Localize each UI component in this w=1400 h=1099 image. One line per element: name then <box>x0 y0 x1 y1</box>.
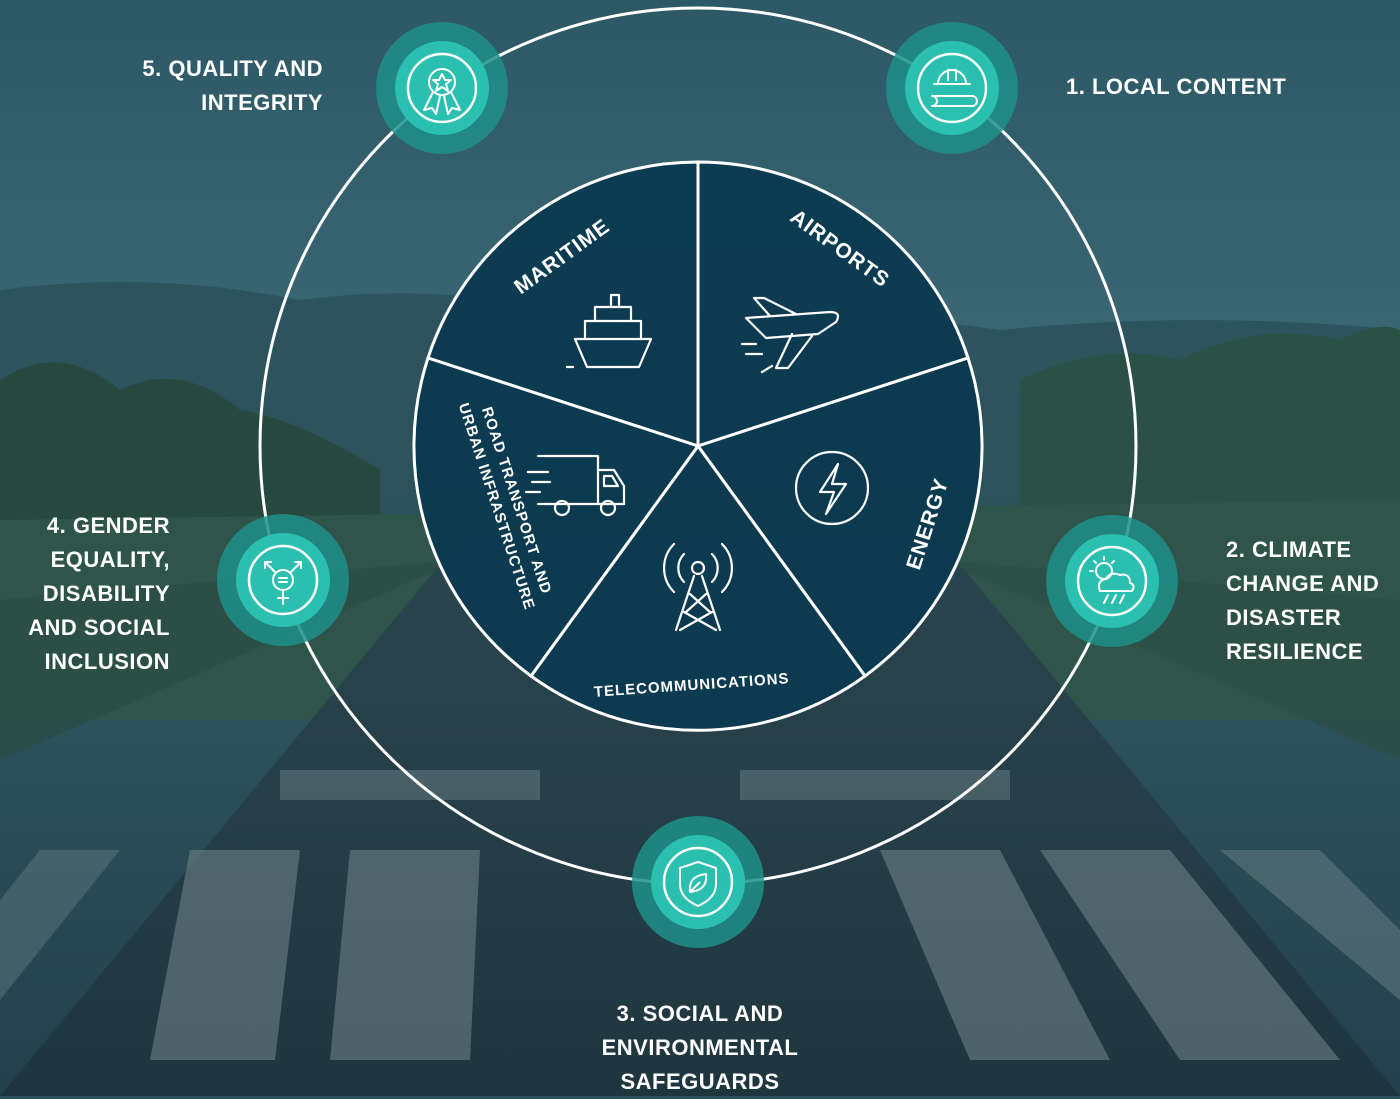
hardhat-wrench-icon <box>931 69 978 107</box>
sun-cloud-rain-icon <box>1089 556 1135 604</box>
sector-slice-energy[interactable] <box>695 356 984 679</box>
sector-pie <box>412 160 984 732</box>
ship-icon <box>565 293 653 369</box>
theme-label-line: AND SOCIAL <box>28 615 170 640</box>
delivery-truck-icon <box>524 454 626 517</box>
theme-label-line: 2. CLIMATE <box>1226 537 1352 562</box>
theme-label-line: SAFEGUARDS <box>620 1069 780 1094</box>
theme-label-climate: 2. CLIMATE CHANGE AND DISASTER RESILIENC… <box>1226 533 1379 669</box>
airplane-icon <box>740 296 840 374</box>
theme-label-line: INTEGRITY <box>201 90 323 115</box>
theme-label-line: DISASTER <box>1226 605 1342 630</box>
theme-label-line: DISABILITY <box>42 581 170 606</box>
theme-label-local-content: 1. LOCAL CONTENT <box>1066 70 1286 104</box>
sector-slice-road[interactable] <box>412 356 701 679</box>
theme-label-line: 3. SOCIAL AND <box>616 1001 784 1026</box>
sector-slice-telecommunications[interactable] <box>528 443 868 732</box>
theme-label-line: 4. GENDER <box>46 513 170 538</box>
award-ribbon-icon <box>423 68 461 115</box>
sector-slice-maritime[interactable] <box>426 160 700 449</box>
theme-label-line: INCLUSION <box>44 649 170 674</box>
theme-label-line: 5. QUALITY AND <box>142 56 323 81</box>
theme-label-gedsi: 4. GENDER EQUALITY, DISABILITY AND SOCIA… <box>0 509 170 679</box>
lightning-bolt-icon <box>794 450 870 526</box>
theme-label-safeguards: 3. SOCIAL AND ENVIRONMENTAL SAFEGUARDS <box>560 997 840 1099</box>
theme-badge-climate[interactable] <box>1046 515 1178 647</box>
theme-label-line: CHANGE AND <box>1226 571 1380 596</box>
theme-badge-quality[interactable] <box>376 22 508 154</box>
theme-label-line: RESILIENCE <box>1226 639 1364 664</box>
sector-slice-airports[interactable] <box>696 160 970 449</box>
radio-tower-icon <box>663 542 733 632</box>
theme-badge-safeguards[interactable] <box>632 816 764 948</box>
theme-badge-gedsi[interactable] <box>217 514 349 646</box>
theme-badge-local-content[interactable] <box>886 22 1018 154</box>
shield-leaf-icon <box>679 861 717 907</box>
theme-label-quality: 5. QUALITY AND INTEGRITY <box>60 52 323 120</box>
theme-label-line: EQUALITY, <box>50 547 170 572</box>
theme-label-line: ENVIRONMENTAL <box>601 1035 799 1060</box>
theme-label-line: 1. LOCAL CONTENT <box>1066 74 1287 99</box>
gender-symbol-icon <box>264 561 302 605</box>
